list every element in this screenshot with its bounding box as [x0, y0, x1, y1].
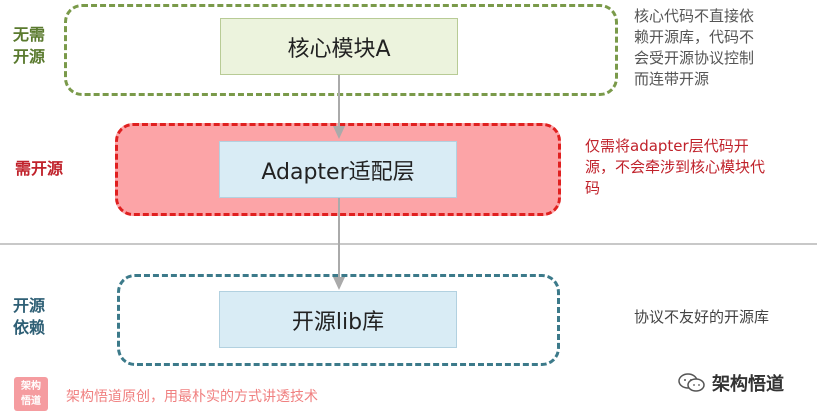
label-need-open-source: 需开源	[14, 159, 63, 178]
label-line: 依赖	[12, 318, 45, 337]
adapter-layer-box: Adapter适配层	[219, 141, 457, 198]
note-line: 赖开源库，代码不	[634, 28, 755, 46]
note-adapter: 仅需将adapter层代码开 源，不会牵涉到核心模块代 码	[585, 136, 817, 199]
label-open-source-dependency: 开源 依赖	[4, 295, 54, 339]
logo-line: 悟道	[21, 396, 41, 407]
label-no-open-source: 无需 开源	[4, 24, 54, 68]
region-core	[64, 4, 618, 96]
note-open-source: 协议不友好的开源库	[634, 308, 770, 326]
footer-tagline: 架构悟道原创，用最朴实的方式讲透技术	[66, 389, 318, 405]
footer-logo: 架构 悟道	[14, 377, 48, 411]
open-source-lib-box: 开源lib库	[219, 291, 457, 348]
label-line: 开源	[12, 296, 45, 315]
separator-line	[0, 243, 817, 245]
note-line: 核心代码不直接依	[634, 7, 755, 25]
wechat-icon	[678, 373, 705, 392]
arrow-down-icon	[333, 198, 345, 290]
brand-name: 架构悟道	[712, 374, 784, 395]
note-core: 核心代码不直接依 赖开源库，代码不 会受开源协议控制 而连带开源	[634, 6, 804, 90]
note-line: 而连带开源	[634, 70, 710, 88]
arrow-down-icon	[333, 75, 345, 139]
note-line: 仅需将adapter层代码开	[585, 137, 749, 155]
core-module-box: 核心模块A	[220, 18, 458, 75]
note-line: 会受开源协议控制	[634, 49, 755, 67]
label-line: 无需	[12, 25, 45, 44]
logo-line: 架构	[21, 381, 41, 392]
label-line: 开源	[12, 47, 45, 66]
note-line: 码	[585, 179, 601, 197]
note-line: 源，不会牵涉到核心模块代	[585, 158, 766, 176]
